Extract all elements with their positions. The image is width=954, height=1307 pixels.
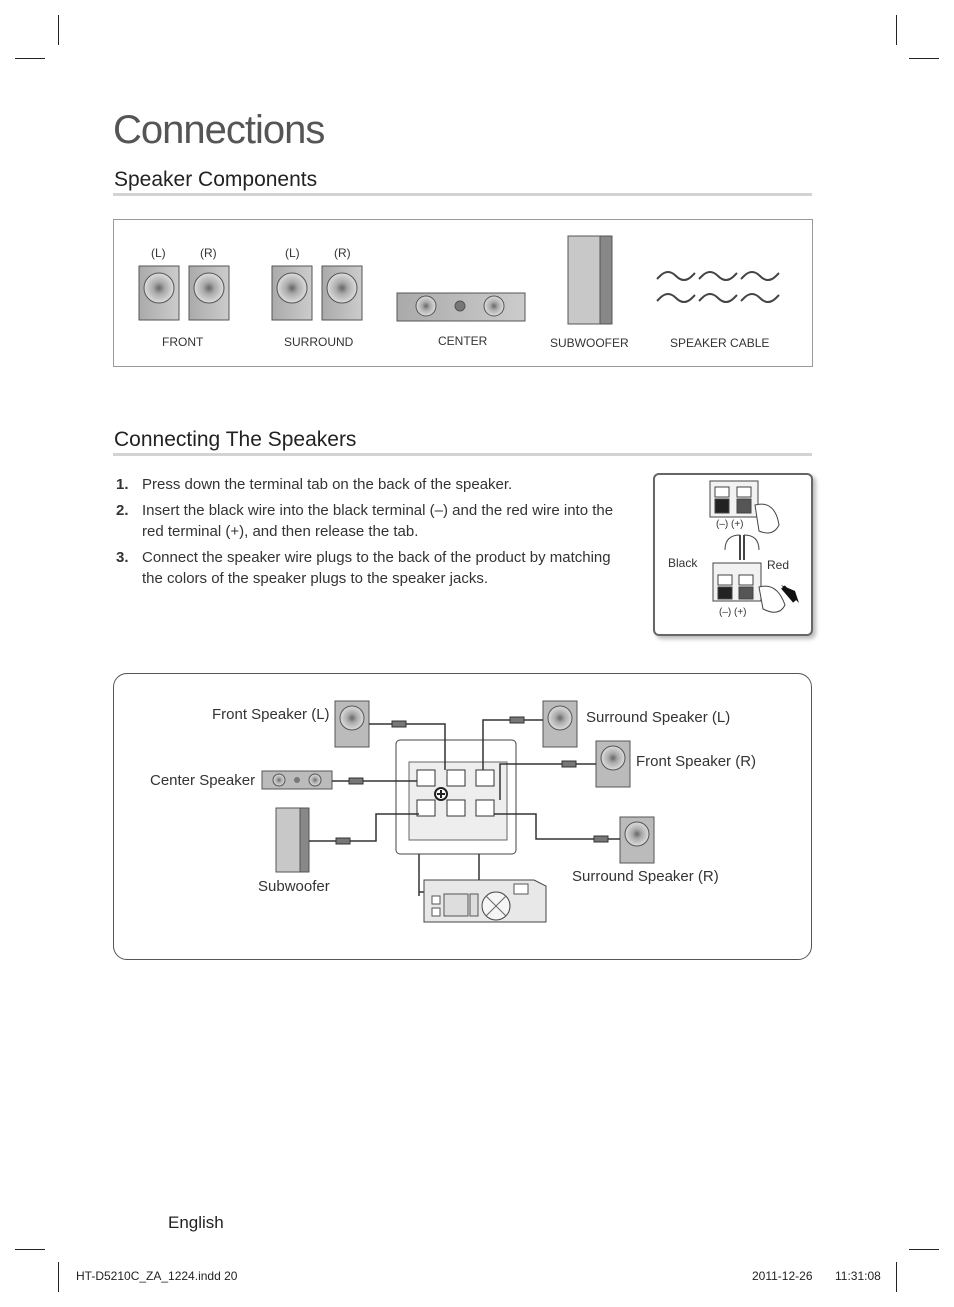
speaker-components-illustration xyxy=(138,235,780,325)
surround-speaker-right-icon xyxy=(321,265,363,321)
footer-date: 2011-12-26 xyxy=(752,1269,813,1283)
step-number: 2. xyxy=(116,502,129,519)
center-label: CENTER xyxy=(438,334,488,348)
speaker-cable-icon xyxy=(656,271,780,303)
crop-mark xyxy=(15,58,45,59)
front-speaker-right-icon xyxy=(595,740,631,788)
crop-mark xyxy=(909,1249,939,1250)
surround-right-label: (R) xyxy=(334,246,351,260)
step-text: Insert the black wire into the black ter… xyxy=(142,502,614,540)
speaker-terminal-icon xyxy=(709,480,799,613)
surround-left-label: (L) xyxy=(285,246,300,260)
section-heading-connecting: Connecting The Speakers xyxy=(114,428,357,451)
crop-mark xyxy=(896,1262,897,1292)
wiring-diagram xyxy=(261,700,655,923)
front-speaker-left-icon xyxy=(138,265,180,321)
subwoofer-icon xyxy=(567,235,613,325)
black-wire-label: Black xyxy=(668,556,698,570)
front-left-label: (L) xyxy=(151,246,166,260)
footer-time: 11:31:08 xyxy=(835,1269,881,1283)
surround-speaker-left-icon xyxy=(542,700,578,748)
speaker-jack-panel xyxy=(395,739,517,855)
red-wire-label: Red xyxy=(767,558,790,572)
terminal-polarity-bottom: (–) (+) xyxy=(719,607,747,618)
step-number: 3. xyxy=(116,549,129,566)
section-rule xyxy=(113,453,812,456)
surround-speaker-right-icon xyxy=(619,816,655,864)
front-speaker-left-icon xyxy=(334,700,370,748)
diagram-center-label: Center Speaker xyxy=(150,772,256,789)
front-label: FRONT xyxy=(162,335,204,349)
section-heading-components: Speaker Components xyxy=(114,168,318,191)
center-speaker-icon xyxy=(261,770,333,790)
terminal-polarity-top: (–) (+) xyxy=(716,519,744,530)
subwoofer-label: SUBWOOFER xyxy=(550,336,629,350)
crop-mark xyxy=(896,15,897,45)
crop-mark xyxy=(15,1249,45,1250)
surround-label: SURROUND xyxy=(284,335,354,349)
receiver-back-panel-icon xyxy=(423,879,547,923)
language-label: English xyxy=(168,1213,224,1232)
diagram-subwoofer-label: Subwoofer xyxy=(258,878,330,895)
diagram-front-right-label: Front Speaker (R) xyxy=(636,753,757,770)
page-title: Connections xyxy=(113,108,325,152)
footer-filename: HT-D5210C_ZA_1224.indd 20 xyxy=(76,1269,238,1283)
step-number: 1. xyxy=(116,476,129,493)
crop-mark xyxy=(909,58,939,59)
crop-mark xyxy=(58,15,59,45)
subwoofer-icon xyxy=(275,807,310,873)
diagram-front-left-label: Front Speaker (L) xyxy=(212,706,330,723)
step-text: Connect the speaker wire plugs to the ba… xyxy=(142,549,611,587)
front-speaker-right-icon xyxy=(188,265,230,321)
surround-speaker-left-icon xyxy=(271,265,313,321)
diagram-surround-left-label: Surround Speaker (L) xyxy=(586,709,731,726)
speaker-cable-label: SPEAKER CABLE xyxy=(670,336,770,350)
center-speaker-icon xyxy=(396,292,526,322)
diagram-surround-right-label: Surround Speaker (R) xyxy=(572,868,719,885)
step-text: Press down the terminal tab on the back … xyxy=(142,476,513,493)
crop-mark xyxy=(58,1262,59,1292)
front-right-label: (R) xyxy=(200,246,217,260)
section-rule xyxy=(113,193,812,196)
